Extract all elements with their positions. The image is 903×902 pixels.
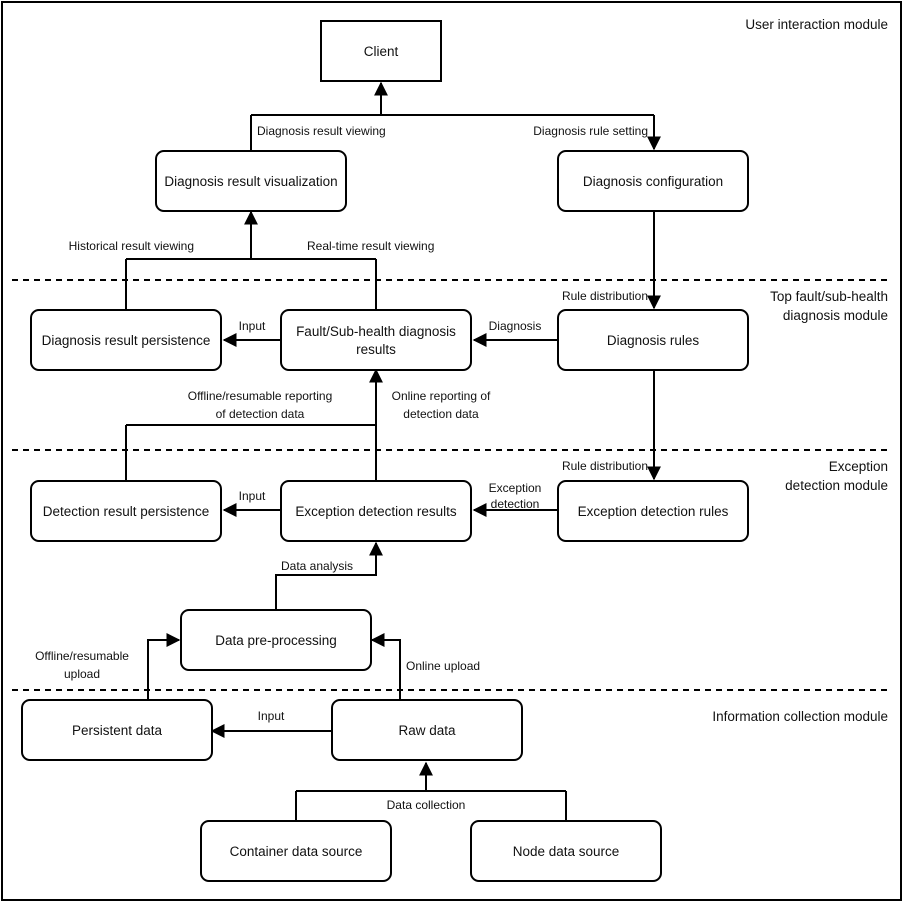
module-label-exception-line1: Exception: [829, 459, 888, 474]
edge-label-data-analysis: Data analysis: [281, 559, 353, 573]
edge-label-input-3: Input: [258, 709, 285, 723]
diagnosis-configuration-box: [557, 150, 749, 212]
data-preprocessing-box: [180, 609, 372, 671]
edge-label-realtime-result-viewing: Real-time result viewing: [307, 239, 434, 253]
container-data-source-label: Container data source: [230, 844, 363, 859]
module-label-user-interaction: User interaction module: [745, 17, 888, 32]
exception-detection-results-label: Exception detection results: [295, 504, 457, 519]
diagnosis-rules-box: [557, 309, 749, 371]
client-label: Client: [364, 44, 399, 59]
edge-label-rule-distribution-2: Rule distribution: [562, 459, 648, 473]
exception-detection-rules-box: [557, 480, 749, 542]
edge-label-exception-detection-line1: Exception: [489, 481, 542, 495]
client-box: [320, 20, 442, 82]
raw-data-box: [331, 699, 523, 761]
module-label-top-fault-line1: Top fault/sub-health: [770, 289, 888, 304]
arrow-preprocessing-to-exresults: [275, 541, 383, 609]
edge-label-diagnosis: Diagnosis: [489, 319, 542, 333]
exception-detection-results-box: [280, 480, 472, 542]
node-data-source-label: Node data source: [513, 844, 620, 859]
edge-label-diagnosis-rule-setting: Diagnosis rule setting: [533, 124, 648, 138]
diagnosis-result-visualization-box: [155, 150, 347, 212]
fault-results-box: [280, 309, 472, 371]
node-data-source-box: [470, 820, 662, 882]
module-label-top-fault-line2: diagnosis module: [783, 308, 888, 323]
edge-label-offline-reporting-line2: of detection data: [216, 407, 305, 421]
diagnosis-result-visualization-label: Diagnosis result visualization: [164, 174, 337, 189]
fault-results-label-line1: Fault/Sub-health diagnosis: [296, 324, 456, 339]
edge-label-online-reporting-line2: detection data: [403, 407, 479, 421]
arrow-offline-upload: [147, 633, 181, 700]
raw-data-label: Raw data: [398, 723, 456, 738]
diagnosis-rules-label: Diagnosis rules: [607, 333, 700, 348]
edge-label-input-1: Input: [239, 319, 266, 333]
data-preprocessing-label: Data pre-processing: [215, 633, 337, 648]
module-label-exception-line2: detection module: [785, 478, 888, 493]
edge-label-online-reporting-line1: Online reporting of: [392, 389, 491, 403]
diagnosis-configuration-label: Diagnosis configuration: [583, 174, 723, 189]
edge-label-offline-upload-line1: Offline/resumable: [35, 649, 129, 663]
edge-label-offline-reporting-line1: Offline/resumable reporting: [188, 389, 333, 403]
edge-label-diagnosis-result-viewing: Diagnosis result viewing: [257, 124, 386, 138]
container-data-source-box: [200, 820, 392, 882]
exception-detection-rules-label: Exception detection rules: [578, 504, 729, 519]
edge-label-rule-distribution-1: Rule distribution: [562, 289, 648, 303]
edge-label-offline-upload-line2: upload: [64, 667, 100, 681]
edge-label-input-2: Input: [239, 489, 266, 503]
diagnosis-result-persistence-label: Diagnosis result persistence: [42, 333, 211, 348]
edge-label-historical-result-viewing: Historical result viewing: [69, 239, 194, 253]
detection-result-persistence-box: [30, 480, 222, 542]
detection-result-persistence-label: Detection result persistence: [43, 504, 210, 519]
persistent-data-box: [21, 699, 213, 761]
edge-label-online-upload: Online upload: [406, 659, 480, 673]
module-label-info-collection: Information collection module: [712, 709, 888, 724]
arrow-online-upload: [370, 633, 401, 700]
fault-results-label-line2: results: [356, 342, 396, 357]
edge-label-data-collection: Data collection: [387, 798, 466, 812]
persistent-data-label: Persistent data: [72, 723, 163, 738]
edge-label-exception-detection-line2: detection: [491, 497, 540, 511]
diagnosis-result-persistence-box: [30, 309, 222, 371]
